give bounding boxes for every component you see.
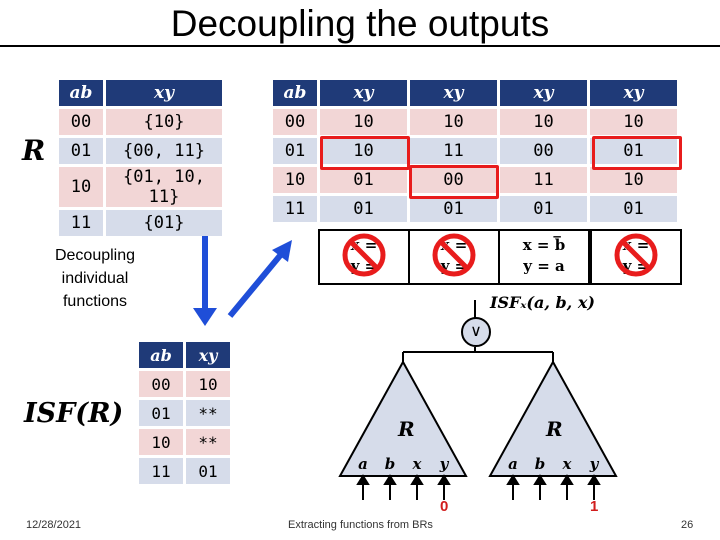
table-cell: 01	[590, 138, 677, 164]
table-cell: 11	[410, 138, 497, 164]
caption-line: Decoupling	[54, 247, 136, 264]
decoupling-caption: Decoupling individual functions	[40, 244, 150, 313]
right-subtree-label: R	[546, 417, 563, 441]
header-ab: ab	[139, 342, 183, 368]
table-cell: 00	[59, 109, 103, 135]
var-x: x	[412, 455, 422, 473]
header-xy: xy	[410, 80, 497, 106]
prohibited-icon	[342, 233, 386, 277]
table-cell: {00, 11}	[106, 138, 222, 164]
table-cell: 11	[500, 167, 587, 193]
table-cell: 10	[59, 167, 103, 207]
header-xy: xy	[500, 80, 587, 106]
table-cell: 10	[320, 109, 407, 135]
table-cell: 01	[320, 196, 407, 222]
table-cell: 00	[500, 138, 587, 164]
table-cell: 01	[590, 196, 677, 222]
table-cell: **	[186, 429, 230, 455]
relation-label: R	[22, 134, 46, 167]
function-box-4: x = y =	[590, 229, 682, 285]
conflict-highlight	[320, 136, 410, 170]
table-cell: 01	[186, 458, 230, 484]
isf-relation-label: ISF(R)	[24, 398, 124, 429]
header-xy: xy	[590, 80, 677, 106]
var-b: b	[534, 455, 546, 473]
var-a: a	[358, 455, 368, 473]
var-b: b	[384, 455, 396, 473]
table-cell: 10	[320, 138, 407, 164]
header-xy: xy	[186, 342, 230, 368]
table-cell: 10	[500, 109, 587, 135]
function-box-3: x = b̅ y = a	[498, 229, 590, 285]
table-cell: 10	[186, 371, 230, 397]
page-number: 26	[681, 519, 694, 531]
prohibited-icon	[614, 233, 658, 277]
table-cell: 00	[139, 371, 183, 397]
table-cell: 11	[59, 210, 103, 236]
table-cell: 01	[320, 167, 407, 193]
var-y: y	[439, 455, 449, 473]
header-ab: ab	[59, 80, 103, 106]
up-arrow	[227, 250, 286, 318]
left-subtree-label: R	[398, 417, 415, 441]
caption-line: functions	[62, 293, 128, 310]
table-cell: 10	[273, 167, 317, 193]
slide-title: Decoupling the outputs	[170, 3, 550, 44]
conflict-highlight	[409, 165, 499, 199]
header-xy: xy	[106, 80, 222, 106]
table-cell: 00	[410, 167, 497, 193]
header-xy: xy	[320, 80, 407, 106]
table-cell: 01	[273, 138, 317, 164]
var-x: x	[562, 455, 572, 473]
table-cell: 10	[410, 109, 497, 135]
table-cell: {01}	[106, 210, 222, 236]
up-arrow-head	[272, 240, 292, 262]
decoupled-functions-table: ab xy xy xy xy 00 10 10 10 10 01 10 11 0…	[270, 77, 680, 225]
function-x-line: x = b̅	[522, 236, 566, 254]
table-cell: 10	[139, 429, 183, 455]
function-y-line: y = a	[523, 257, 565, 275]
table-cell: **	[186, 400, 230, 426]
left-subtree	[338, 359, 468, 477]
table-cell: 01	[500, 196, 587, 222]
conflict-highlight	[592, 136, 682, 170]
caption-line: individual	[61, 270, 129, 287]
down-arrow-head	[193, 308, 217, 326]
isf-function-label: ISFₓ(a, b, x)	[490, 293, 595, 312]
relation-table: ab xy 00{10} 01{00, 11} 10{01, 10, 11} 1…	[56, 77, 225, 239]
table-cell: {01, 10, 11}	[106, 167, 222, 207]
footer-date: 12/28/2021	[26, 519, 82, 531]
table-cell: {10}	[106, 109, 222, 135]
or-gate: ∨	[461, 317, 491, 347]
table-cell: 00	[273, 109, 317, 135]
header-ab: ab	[273, 80, 317, 106]
title-rule	[0, 45, 720, 47]
var-a: a	[508, 455, 518, 473]
footer-title: Extracting functions from BRs	[288, 519, 433, 531]
input-bit-one: 1	[590, 498, 599, 515]
table-cell: 01	[410, 196, 497, 222]
right-subtree	[488, 359, 618, 477]
table-cell: 11	[273, 196, 317, 222]
table-cell: 01	[139, 400, 183, 426]
table-cell: 10	[590, 167, 677, 193]
table-cell: 11	[139, 458, 183, 484]
prohibited-icon	[432, 233, 476, 277]
input-bit-zero: 0	[440, 498, 449, 515]
var-y: y	[589, 455, 599, 473]
table-cell: 10	[590, 109, 677, 135]
table-cell: 01	[59, 138, 103, 164]
